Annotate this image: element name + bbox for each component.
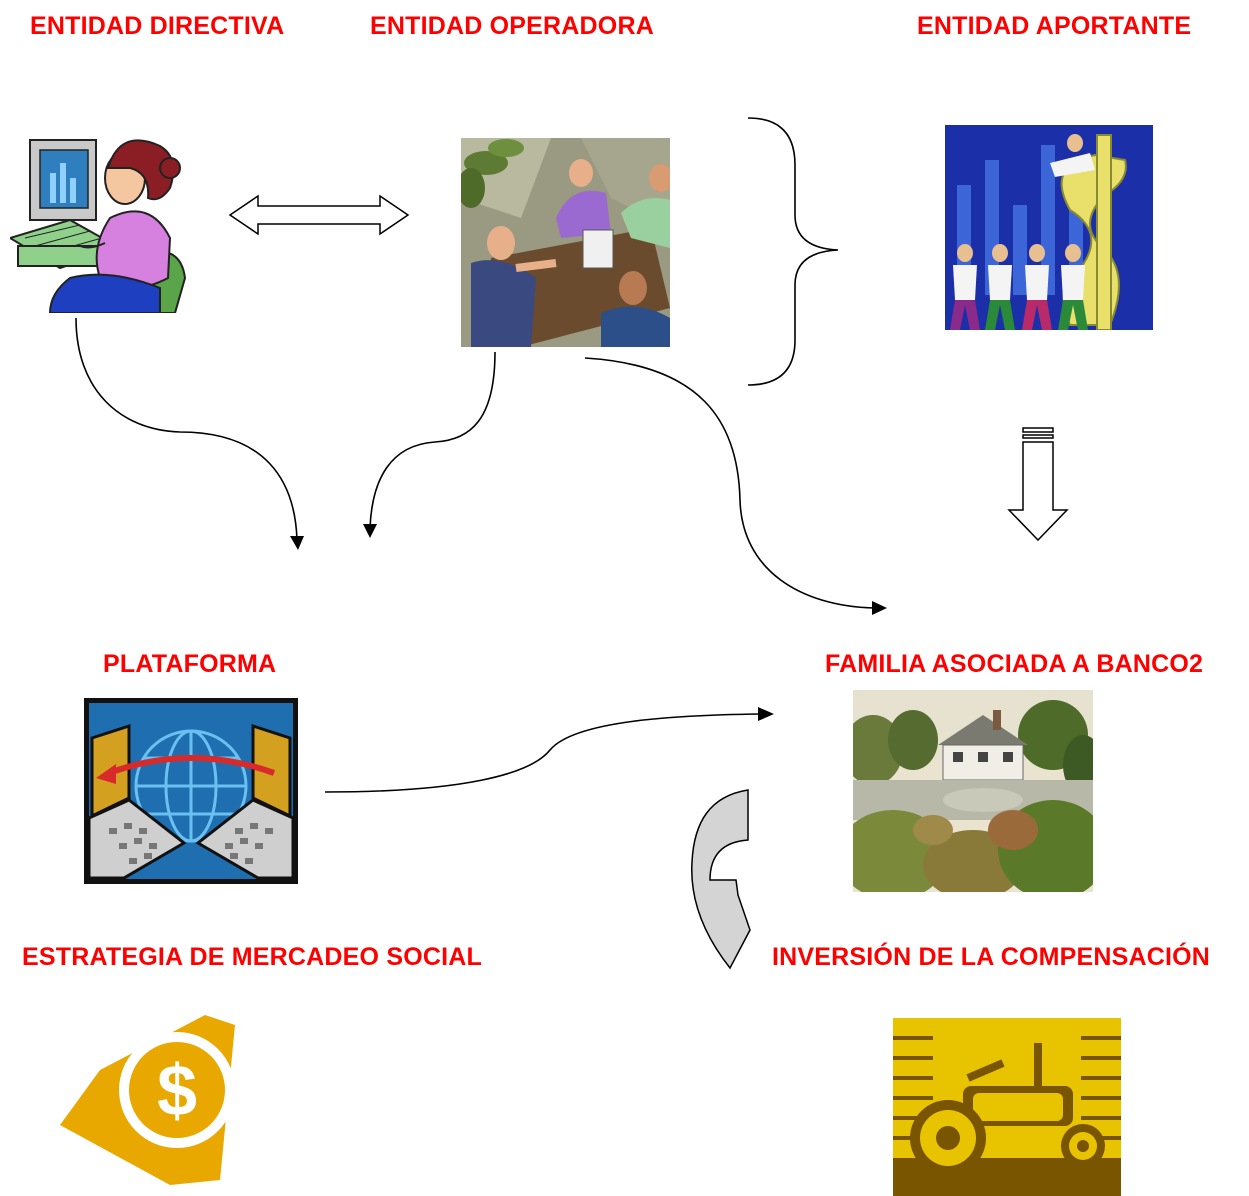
- networked-computers-globe-icon: [84, 698, 298, 884]
- label-plataforma: PLATAFORMA: [103, 650, 277, 678]
- svg-text:$: $: [157, 1051, 197, 1131]
- business-meeting-icon: [461, 138, 670, 347]
- hollow-down-arrow: [1007, 427, 1069, 542]
- curved-hollow-arrow: [691, 789, 751, 970]
- label-inversion-compensacion: INVERSIÓN DE LA COMPENSACIÓN: [772, 943, 1211, 971]
- curve-directiva-plataforma: [75, 317, 298, 541]
- label-familia-asociada: FAMILIA ASOCIADA A BANCO2: [825, 650, 1204, 678]
- label-estrategia-mercadeo: ESTRATEGIA DE MERCADEO SOCIAL: [22, 943, 482, 971]
- woman-at-computer-icon: [10, 139, 187, 313]
- curve-operadora-familia: [584, 357, 875, 609]
- arrowhead: [758, 707, 774, 721]
- label-entidad-operadora: ENTIDAD OPERADORA: [370, 12, 654, 40]
- country-house-lake-icon: [853, 690, 1093, 892]
- curve-operadora-plataforma: [369, 351, 496, 529]
- curve-plataforma-familia: [324, 713, 761, 793]
- dollar-coin-icon: $: [60, 1015, 235, 1185]
- arrowhead: [872, 601, 887, 615]
- tractor-icon: [893, 1018, 1121, 1196]
- double-arrow-connector: [228, 194, 410, 236]
- brace-connector: [747, 117, 839, 386]
- label-entidad-aportante: ENTIDAD APORTANTE: [917, 12, 1192, 40]
- businessmen-dollar-icon: [945, 125, 1153, 330]
- label-entidad-directiva: ENTIDAD DIRECTIVA: [30, 12, 285, 40]
- arrowhead: [363, 524, 377, 538]
- arrowhead: [290, 536, 304, 550]
